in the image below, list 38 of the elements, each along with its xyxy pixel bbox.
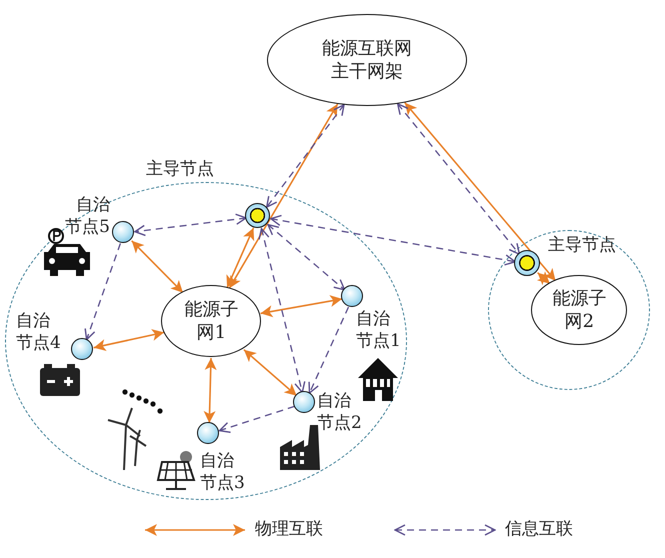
double-arrow [226,228,254,288]
dashed-arrow [134,214,247,236]
master-node-circle [245,203,270,228]
double-arrow [243,349,298,396]
dashed-arrow [308,306,350,394]
dashed-arrow [266,104,345,208]
dashed-region [488,230,650,390]
double-arrow [404,102,556,282]
node-circle [341,285,364,308]
node-label: 能源互联网主干网架 [320,36,413,84]
dashed-arrow [397,103,520,255]
dashed-arrow [270,214,516,266]
legend-label: 物理互联 [255,518,323,540]
node-circle [71,338,94,360]
node-label: 能源子网1 [183,298,240,345]
double-arrow [536,271,551,286]
node-caption: 自治节点1 [356,308,402,352]
node-caption: 自治节点3 [200,450,246,494]
node-caption: 自治节点4 [16,310,62,354]
node-circle [197,422,220,444]
dashed-arrow [84,243,122,340]
node-caption: 主导节点 [146,158,215,180]
node-caption: 自治节点2 [317,390,363,434]
dashed-region [5,182,407,500]
master-node-circle [514,250,540,276]
dashed-arrow [218,406,295,433]
dashed-arrow [267,224,346,291]
double-arrow [228,104,338,289]
double-arrow [131,240,184,294]
dashed-arrow [258,228,306,393]
legend-label: 信息互联 [505,518,573,540]
node-caption: 主导节点 [548,234,617,256]
node-circle [112,221,134,244]
double-arrow [260,295,342,318]
node-label: 能源子网2 [551,287,608,334]
node-circle [293,391,316,414]
double-arrow [94,329,164,352]
double-arrow [204,358,217,424]
